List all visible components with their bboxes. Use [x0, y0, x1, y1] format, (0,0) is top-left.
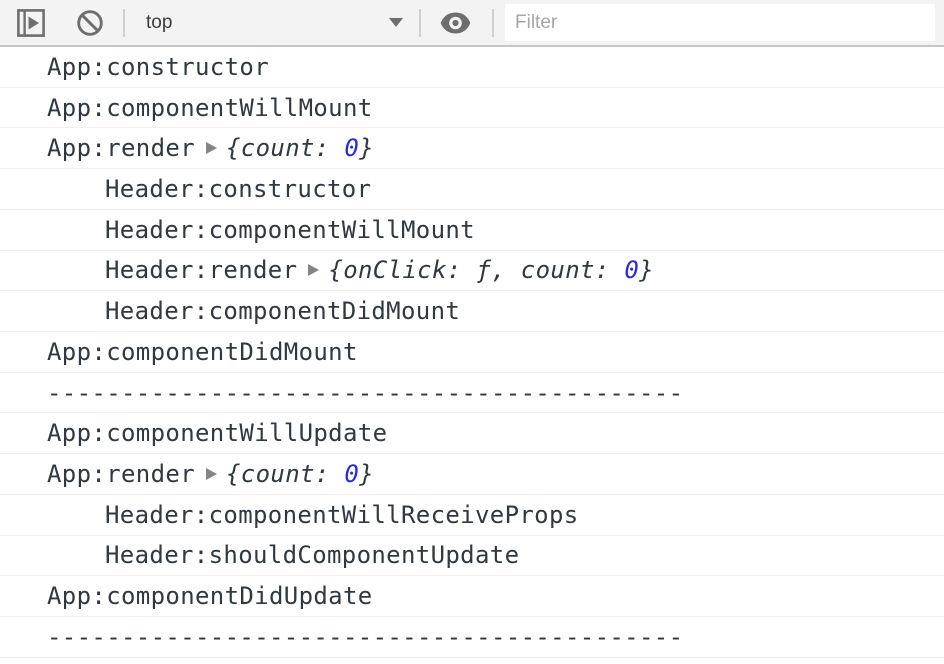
log-message: ----------------------------------------… — [47, 622, 684, 651]
log-message: App:componentDidMount — [47, 337, 358, 366]
toolbar-divider — [419, 8, 421, 37]
chevron-down-icon — [389, 18, 403, 27]
console-row: App:componentDidMount — [0, 332, 944, 373]
log-message: Header:render — [105, 256, 298, 285]
preview-token-function: ƒ — [476, 256, 492, 285]
preview-token-plain: } — [359, 460, 375, 489]
expand-triangle-icon[interactable] — [206, 468, 217, 481]
log-message: Header:componentDidMount — [105, 297, 461, 326]
log-message: Header:constructor — [105, 175, 372, 204]
log-message: App:componentDidUpdate — [47, 582, 373, 611]
filter-input[interactable] — [505, 4, 935, 41]
console-row: Header:componentDidMount — [0, 291, 944, 333]
toolbar-divider — [492, 8, 494, 37]
preview-token-plain: , count: — [491, 256, 625, 285]
console-row: ----------------------------------------… — [0, 373, 944, 414]
expand-triangle-icon[interactable] — [206, 142, 217, 155]
log-message: App:render — [47, 460, 195, 489]
object-preview[interactable]: {count: 0} — [226, 134, 374, 162]
console-toolbar: top — [0, 0, 944, 47]
object-preview[interactable]: {count: 0} — [226, 460, 374, 488]
log-message: App:constructor — [47, 52, 269, 81]
console-row: App:render {count: 0} — [0, 454, 944, 495]
preview-token-plain: {onClick: — [328, 256, 477, 285]
context-selector-label: top — [146, 11, 173, 33]
console-row: App:render {count: 0} — [0, 128, 944, 170]
eye-button[interactable] — [440, 12, 471, 34]
console-row: App:constructor — [0, 47, 944, 88]
object-preview[interactable]: {onClick: ƒ, count: 0} — [328, 256, 654, 284]
log-message: App:render — [47, 134, 195, 163]
clear-console-button[interactable] — [76, 9, 104, 37]
preview-token-number: 0 — [344, 134, 360, 163]
log-message: Header:shouldComponentUpdate — [105, 541, 520, 570]
log-message: App:componentWillUpdate — [47, 419, 388, 448]
console-row: ----------------------------------------… — [0, 617, 944, 658]
expand-triangle-icon[interactable] — [308, 264, 320, 277]
toolbar-divider — [123, 8, 125, 37]
preview-token-plain: } — [359, 134, 375, 163]
console-row: Header:shouldComponentUpdate — [0, 536, 944, 577]
console-row: Header:componentWillReceiveProps — [0, 495, 944, 536]
show-console-sidebar-icon — [17, 8, 45, 37]
log-message: Header:componentWillMount — [105, 215, 475, 244]
log-message: Header:componentWillReceiveProps — [105, 500, 579, 529]
eye-icon — [440, 12, 471, 33]
log-message: ----------------------------------------… — [47, 378, 684, 407]
console-row: Header:render {onClick: ƒ, count: 0} — [0, 251, 944, 292]
preview-token-plain: } — [639, 256, 655, 285]
show-console-sidebar-button[interactable] — [17, 8, 45, 37]
preview-token-plain: {count: — [226, 460, 345, 489]
console-row: App:componentDidUpdate — [0, 576, 944, 618]
log-message: App:componentWillMount — [47, 93, 373, 122]
preview-token-plain: {count: — [226, 134, 345, 163]
preview-token-number: 0 — [344, 460, 360, 489]
console-row: App:componentWillUpdate — [0, 413, 944, 455]
console-row: Header:componentWillMount — [0, 210, 944, 251]
preview-token-number: 0 — [624, 256, 640, 285]
console-row: Header:constructor — [0, 169, 944, 210]
clear-console-icon — [77, 9, 103, 36]
javascript-context-selector[interactable]: top — [125, 12, 415, 34]
console-row: App:componentWillMount — [0, 88, 944, 129]
